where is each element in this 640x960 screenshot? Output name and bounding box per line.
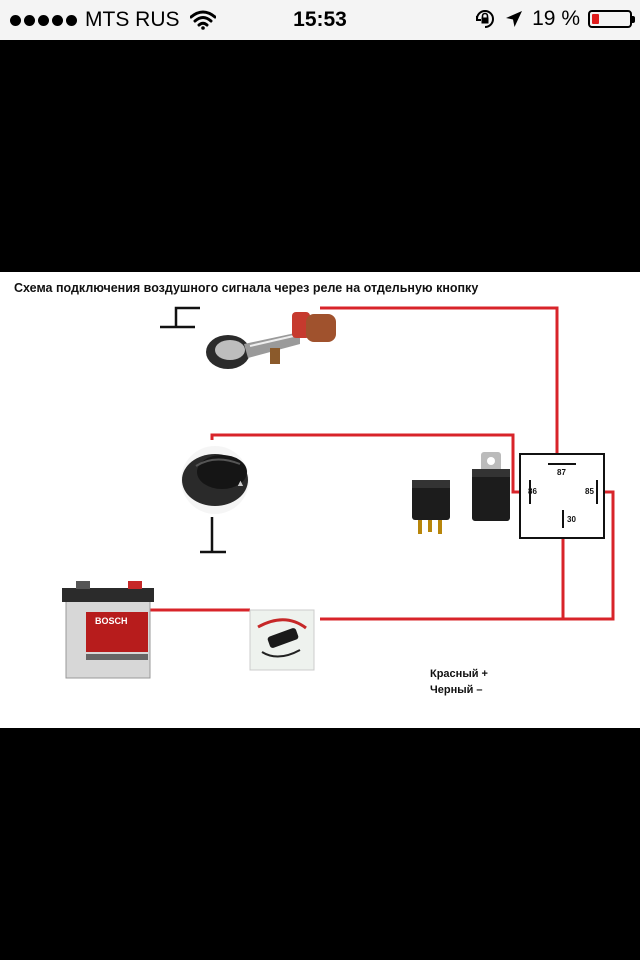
car-battery-image: BOSCH — [62, 581, 154, 679]
battery-brand-label: BOSCH — [95, 616, 128, 626]
status-right: 19 % — [474, 7, 635, 31]
relay-photo-right — [472, 452, 510, 521]
status-bar: MTS RUS 15:53 19 % — [0, 0, 640, 40]
clock: 15:53 — [293, 8, 347, 31]
air-horn-image — [206, 312, 336, 369]
battery-icon — [588, 10, 635, 28]
svg-text:▲: ▲ — [236, 478, 245, 488]
wiring-diagram-image[interactable]: Схема подключения воздушного сигнала чер… — [0, 272, 640, 728]
relay-schematic: 87 86 85 30 — [519, 453, 605, 539]
orientation-lock-icon — [476, 10, 495, 28]
button-ground-symbol — [200, 517, 226, 554]
wifi-icon — [189, 10, 216, 30]
relay-pin-87-label: 87 — [557, 468, 566, 477]
relay-pin-86-label: 86 — [528, 487, 537, 496]
push-button-image: ▲ — [181, 446, 249, 514]
wire-button-to-relay-86 — [210, 433, 520, 494]
carrier-name: MTS RUS — [85, 8, 180, 31]
location-icon — [506, 11, 523, 27]
ground-wires — [160, 306, 226, 554]
positive-wires — [150, 306, 615, 621]
wire-relay-85-to-fuse — [320, 490, 615, 621]
wire-color-legend: Красный + Черный – — [430, 666, 488, 698]
inline-fuse-image — [249, 609, 315, 671]
relay-pin-85-label: 85 — [585, 487, 594, 496]
legend-red: Красный + — [430, 668, 488, 680]
status-left: MTS RUS — [10, 8, 216, 32]
wire-horn-to-relay-87 — [320, 306, 559, 454]
relay-photo-left — [412, 480, 450, 534]
battery-level — [592, 14, 599, 24]
legend-black: Черный – — [430, 684, 483, 696]
horn-ground-symbol — [160, 306, 200, 329]
diagram-title: Схема подключения воздушного сигнала чер… — [14, 281, 479, 295]
wiring-diagram: ▲ 87 86 85 30 — [62, 306, 615, 679]
signal-strength-icon — [10, 14, 77, 26]
relay-pin-30-label: 30 — [567, 515, 576, 524]
battery-percent: 19 % — [532, 7, 580, 30]
